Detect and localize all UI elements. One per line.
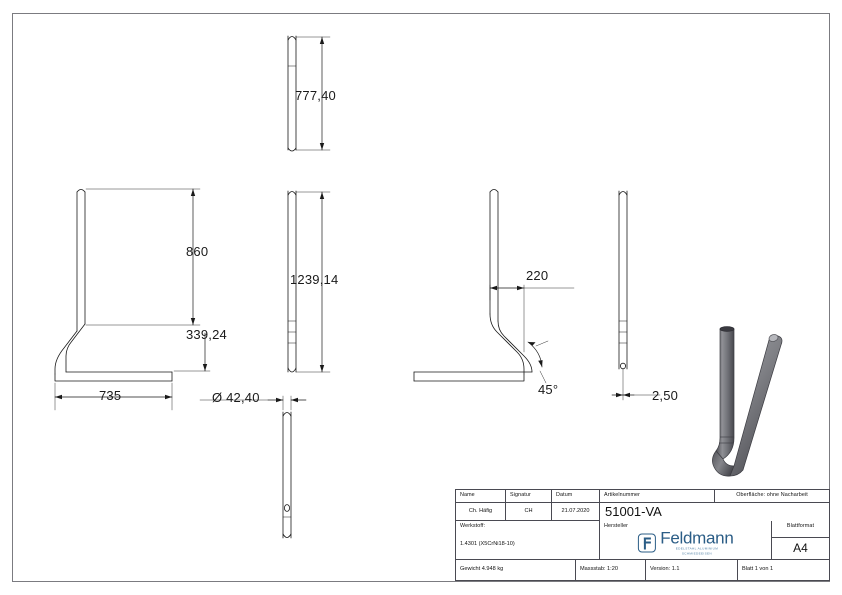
cell-date-value: 21.07.2020 <box>552 503 600 521</box>
header-date-label: Datum <box>556 492 573 498</box>
cell-article-value: 51001-VA <box>600 503 829 521</box>
material-label: Werkstoff: <box>460 523 486 529</box>
title-block-identity-row: Ch. Häfig CH 21.07.2020 51001-VA <box>456 503 829 521</box>
scale-value: Massstab: 1:20 <box>580 566 618 572</box>
cell-manufacturer: Hersteller Feldmann EDELSTAHL ALUMINIUM … <box>600 521 772 560</box>
surface-value: Oberfläche: ohne Nacharbeit <box>736 492 808 498</box>
header-cell-surface: Oberfläche: ohne Nacharbeit <box>715 490 829 503</box>
header-signature-label: Signatur <box>510 492 531 498</box>
dimension-label-220: 220 <box>526 268 549 283</box>
material-value: 1.4301 (X5CrNi18-10) <box>460 541 515 547</box>
cell-signature-value: CH <box>506 503 552 521</box>
cell-material: Werkstoff: 1.4301 (X5CrNi18-10) <box>456 521 600 560</box>
feldmann-f-mark-icon <box>637 533 657 553</box>
cell-sheet-count: Blatt 1 von 1 <box>738 560 829 580</box>
date-value: 21.07.2020 <box>561 508 590 514</box>
header-cell-signature: Signatur <box>506 490 552 503</box>
drawing-frame-border <box>12 13 830 582</box>
cell-sheet-format: Blattformat A4 <box>772 521 829 560</box>
header-cell-name: Name <box>456 490 506 503</box>
weight-value: Gewicht 4.948 kg <box>460 566 504 572</box>
title-block-footer-row: Gewicht 4.948 kg Massstab: 1:20 Version:… <box>456 560 829 580</box>
logo-tagline: EDELSTAHL ALUMINIUM SCHMIEDEEISEN <box>675 546 719 556</box>
logo-company-name: Feldmann <box>660 528 734 548</box>
logo-textblock: Feldmann EDELSTAHL ALUMINIUM SCHMIEDEEIS… <box>660 528 734 557</box>
dimension-label-735: 735 <box>99 388 122 403</box>
header-cell-date: Datum <box>552 490 600 503</box>
name-value: Ch. Häfig <box>468 508 493 514</box>
dimension-label-777: 777,40 <box>295 88 336 103</box>
feldmann-logo: Feldmann EDELSTAHL ALUMINIUM SCHMIEDEEIS… <box>637 528 734 557</box>
cell-version: Version: 1.1 <box>646 560 738 580</box>
header-cell-article: Artikelnummer <box>600 490 715 503</box>
article-number-value: 51001-VA <box>605 504 662 519</box>
sheet-format-label: Blattformat <box>786 523 815 529</box>
dimension-label-339: 339,24 <box>186 327 227 342</box>
cell-weight: Gewicht 4.948 kg <box>456 560 576 580</box>
manufacturer-label: Hersteller <box>604 523 629 529</box>
version-value: Version: 1.1 <box>650 566 680 572</box>
sheet-format-value-cell: A4 <box>772 538 829 560</box>
sheet-format-value: A4 <box>793 541 808 555</box>
header-name-label: Name <box>460 492 475 498</box>
sheet-count-value: Blatt 1 von 1 <box>742 566 774 572</box>
cell-scale: Massstab: 1:20 <box>576 560 646 580</box>
dimension-label-250: 2,50 <box>652 388 679 403</box>
cell-name-value: Ch. Häfig <box>456 503 506 521</box>
title-block-material-row: Werkstoff: 1.4301 (X5CrNi18-10) Herstell… <box>456 521 829 560</box>
header-article-label: Artikelnummer <box>604 492 641 498</box>
dimension-label-860: 860 <box>186 244 209 259</box>
sheet-format-label-cell: Blattformat <box>772 521 829 538</box>
title-block: Name Signatur Datum Artikelnummer Oberfl… <box>455 489 830 581</box>
title-block-header-row: Name Signatur Datum Artikelnummer Oberfl… <box>456 490 829 503</box>
dimension-label-1239: 1239,14 <box>290 272 339 287</box>
dimension-label-diameter: Ø 42,40 <box>212 390 260 405</box>
signature-value: CH <box>524 508 533 514</box>
dimension-label-45: 45° <box>538 382 559 397</box>
